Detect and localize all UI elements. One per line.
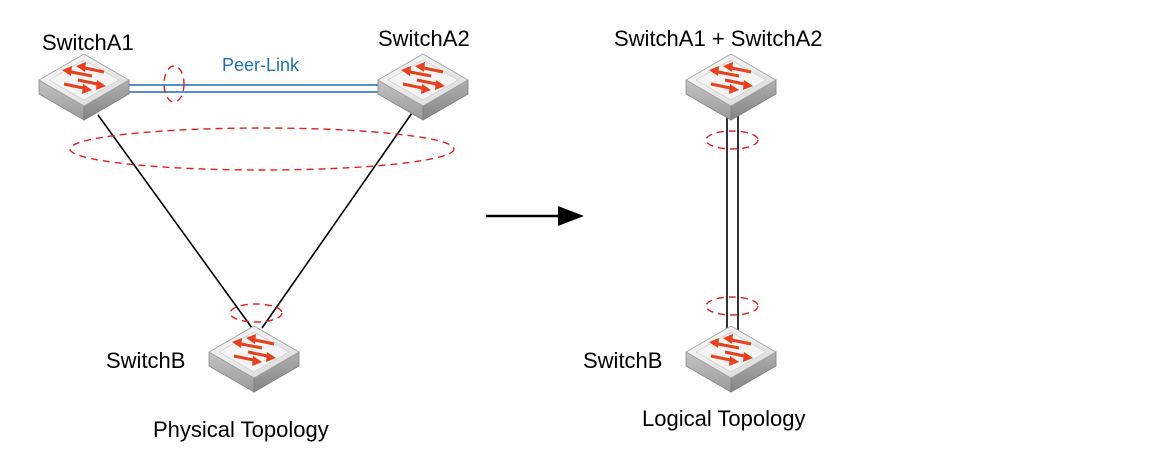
logical-ellipse-top [705, 130, 759, 150]
switch-a1-label: SwitchA1 [42, 30, 134, 55]
switch-icon [376, 52, 470, 122]
link-a1-to-b [97, 114, 253, 329]
switch-icon [37, 52, 131, 122]
switch-icon [684, 52, 778, 122]
logical-topology-caption: Logical Topology [642, 406, 806, 431]
logical-switch-b-label: SwitchB [583, 348, 663, 373]
switch-icon [684, 324, 778, 394]
physical-topology-caption: Physical Topology [153, 417, 329, 442]
switch-a-combined-label: SwitchA1 + SwitchA2 [614, 26, 823, 51]
switch-a2-label: SwitchA2 [378, 26, 470, 51]
eth-trunk-ellipse-a [69, 127, 455, 171]
switch-b-label: SwitchB [106, 348, 186, 373]
right-arrow-icon [486, 206, 584, 226]
lag-ellipses-physical [69, 65, 455, 323]
physical-links [97, 84, 413, 329]
peer-link-label: Peer-Link [222, 55, 300, 75]
lag-ellipses-logical [705, 130, 759, 316]
link-a2-to-b [261, 112, 413, 329]
peer-link-ellipse [163, 65, 185, 103]
eth-trunk-ellipse-b [229, 303, 283, 323]
switch-icon [207, 324, 301, 394]
logical-links [726, 114, 739, 330]
logical-ellipse-bottom [705, 296, 759, 316]
